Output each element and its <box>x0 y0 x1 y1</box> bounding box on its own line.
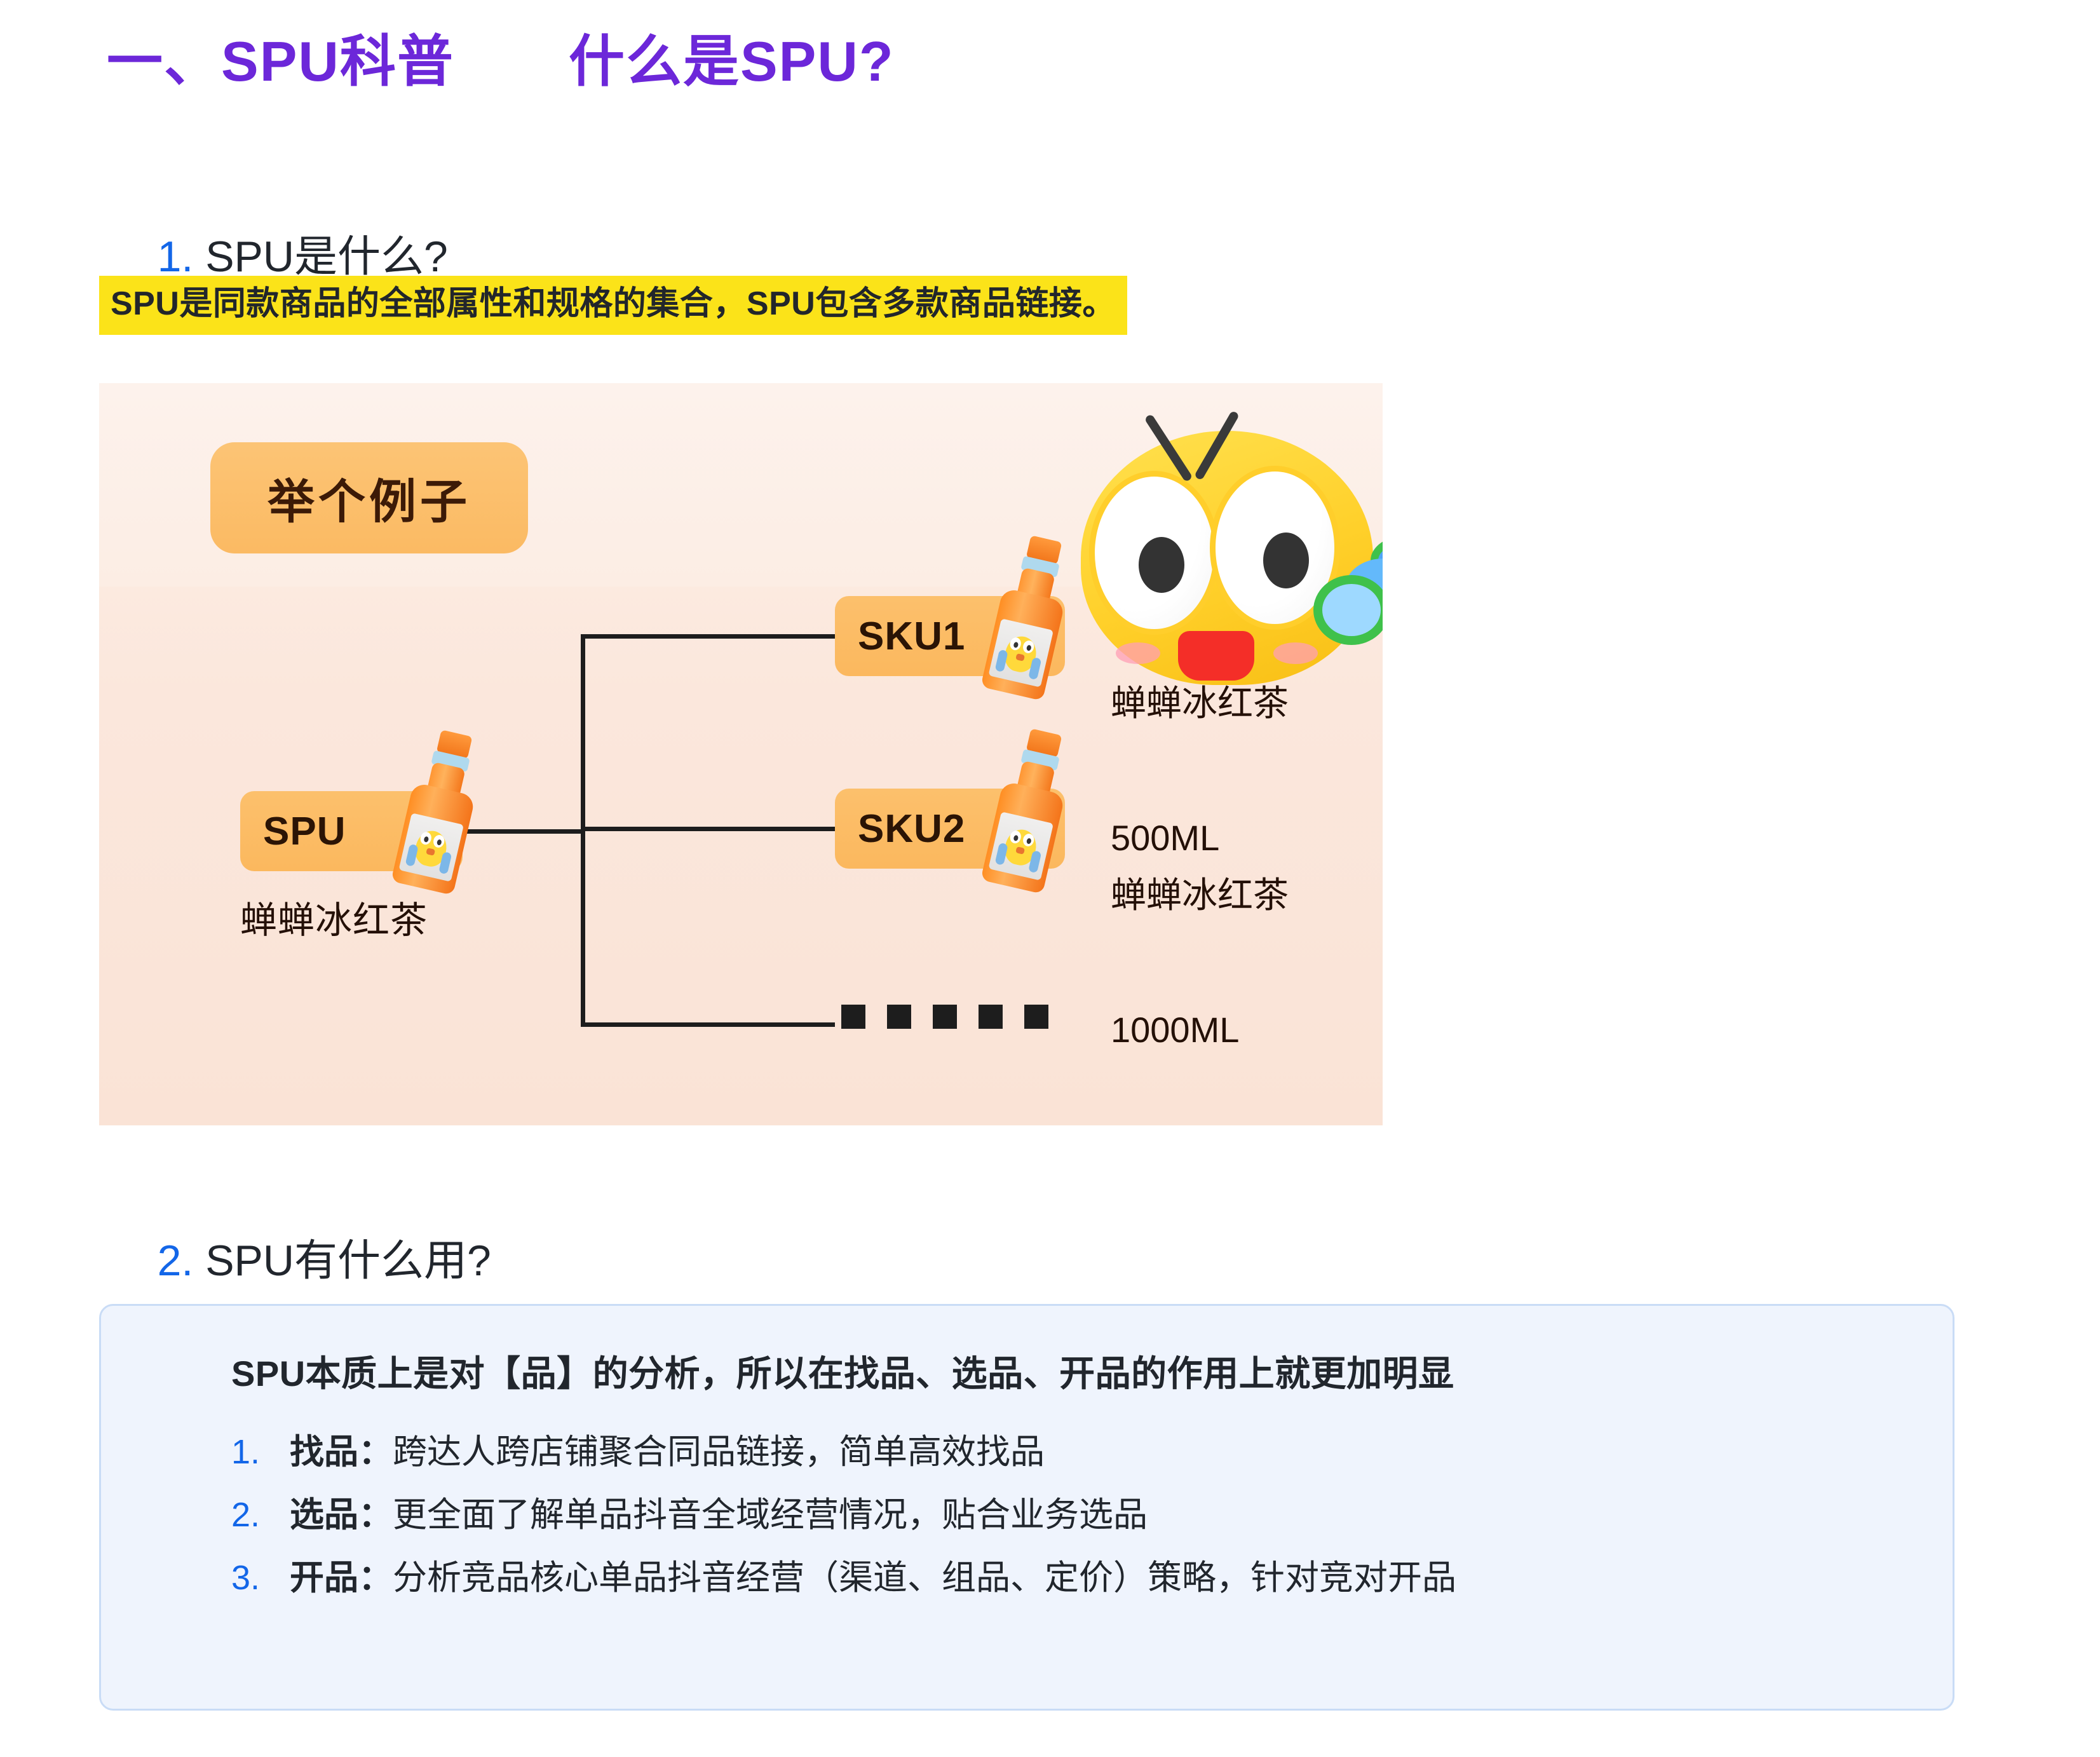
info-box-list-item: 1. 找品：跨达人跨店铺聚合同品链接，简单高效找品 <box>231 1430 1909 1474</box>
info-box-item-body: 跨达人跨店铺聚合同品链接，简单高效找品 <box>393 1433 1045 1471</box>
mascot-pupil-left <box>1139 537 1184 593</box>
info-box-list: 1. 找品：跨达人跨店铺聚合同品链接，简单高效找品 2. 选品：更全面了解单品抖音全域… <box>231 1430 1909 1619</box>
more-skus-dots <box>841 1005 1048 1029</box>
tree-line-branch-1 <box>581 634 835 639</box>
info-box-item-index: 1. <box>231 1433 261 1471</box>
mascot-mouth <box>1178 631 1254 681</box>
info-box-title: SPU本质上是对【品】的分析，所以在找品、选品、开品的作用上就更加明显 <box>231 1353 1454 1394</box>
mascot-pupil-right <box>1263 533 1309 588</box>
spu-node-label: SPU <box>263 809 346 853</box>
sku2-node-label: SKU2 <box>858 806 966 851</box>
more-dot <box>933 1005 957 1029</box>
sku1-node: SKU1 <box>835 596 1065 676</box>
info-box-item-body: 更全面了解单品抖音全域经营情况，贴合业务选品 <box>393 1496 1148 1535</box>
section-1-number: 1. <box>157 232 194 281</box>
page-title: 一、SPU科普 什么是SPU? <box>107 30 895 93</box>
tree-line-branch-3 <box>581 1022 835 1027</box>
more-dot <box>979 1005 1003 1029</box>
sku2-description: 蝉蝉冰红茶 1000ML <box>1111 784 1289 1125</box>
info-box-item-lead: 选品： <box>290 1496 393 1535</box>
sku2-spec: 1000ML <box>1111 1009 1240 1050</box>
mascot-cheek-left <box>1116 642 1160 664</box>
info-box-item-body: 分析竞品核心单品抖音经营（渠道、组品、定价）策略，针对竞对开品 <box>393 1559 1456 1598</box>
info-box-list-item: 3. 开品：分析竞品核心单品抖音经营（渠道、组品、定价）策略，针对竞对开品 <box>231 1556 1909 1600</box>
info-box-item-index: 2. <box>231 1496 261 1535</box>
section-2-number: 2. <box>157 1236 194 1285</box>
highlight-text: SPU是同款商品的全部属性和规格的集合，SPU包含多款商品链接。 <box>99 276 1127 336</box>
bottle-icon-spu <box>387 726 492 897</box>
more-dot <box>1024 1005 1048 1029</box>
section-1-text: SPU是什么? <box>205 232 448 281</box>
telescope-segment-3 <box>1313 575 1383 645</box>
info-box-list-item: 2. 选品：更全面了解单品抖音全域经营情况，贴合业务选品 <box>231 1493 1909 1537</box>
sku1-spec: 500ML <box>1111 817 1220 858</box>
more-dot <box>887 1005 911 1029</box>
telescope-icon <box>1310 536 1383 663</box>
spu-node-caption: 蝉蝉冰红茶 <box>240 900 428 941</box>
info-box-item-lead: 开品： <box>290 1559 393 1598</box>
section-heading-2: 2. SPU有什么用? <box>109 1183 491 1339</box>
mascot-cheek-right <box>1273 642 1318 664</box>
sku2-product-name: 蝉蝉冰红茶 <box>1111 875 1289 916</box>
sku1-node-label: SKU1 <box>858 614 966 658</box>
info-box: SPU本质上是对【品】的分析，所以在找品、选品、开品的作用上就更加明显 1. 找品… <box>99 1304 1954 1711</box>
more-dot <box>841 1005 865 1029</box>
section-2-text: SPU有什么用? <box>205 1236 491 1285</box>
sku1-product-name: 蝉蝉冰红茶 <box>1111 683 1289 724</box>
illustration-card: 举个例子 <box>99 383 1383 1125</box>
info-box-item-index: 3. <box>231 1559 261 1598</box>
mascot-icon <box>1040 383 1383 685</box>
tree-line-spu-out <box>463 829 583 834</box>
tree-line-branch-2 <box>581 827 835 831</box>
spu-sku-tree: SPU 蝉蝉冰红茶 <box>99 535 1383 1125</box>
example-badge: 举个例子 <box>210 442 528 553</box>
section-heading-1: 1. SPU是什么? <box>109 179 448 335</box>
bottle-icon-sku2 <box>977 724 1081 895</box>
sku1-description: 蝉蝉冰红茶 500ML <box>1111 592 1289 950</box>
highlight-row: SPU是同款商品的全部属性和规格的集合，SPU包含多款商品链接。 <box>99 276 1127 336</box>
info-box-item-lead: 找品： <box>290 1433 393 1471</box>
